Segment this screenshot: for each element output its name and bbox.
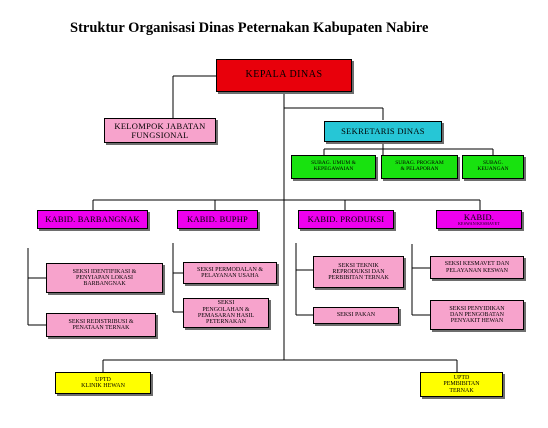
- seksi-penyidikan-box: SEKSI PENYIDIKAN DAN PENGOBATAN PENYAKIT…: [430, 300, 524, 330]
- kabid-produksi-box: KABID. PRODUKSI: [298, 210, 394, 229]
- kabid-keswan-label: KABID.: [463, 211, 495, 222]
- subbag-program-box: SUBAG. PROGRAM & PELAPORAN: [381, 155, 458, 179]
- seksi-pakan-box: SEKSI PAKAN: [313, 307, 399, 324]
- uptd-pembibitan-ternak-box: UPTD PEMBIBITAN TERNAK: [420, 372, 503, 397]
- seksi-redistribusi-box: SEKSI REDISTRIBUSI & PENATAAN TERNAK: [46, 313, 156, 337]
- sekretaris-dinas-box: SEKRETARIS DINAS: [324, 121, 442, 142]
- kabid-barbangnak-box: KABID. BARBANGNAK: [37, 210, 148, 229]
- kabid-buphp-box: KABID. BUPHP: [177, 210, 258, 229]
- kabid-keswan-sublabel: KESWAN/KESMAVET: [457, 220, 501, 226]
- subbag-umum-box: SUBAG. UMUM & KEPEGAWAIAN: [291, 155, 376, 179]
- seksi-pengolahan-box: SEKSI PENGOLAHAN & PEMASARAN HASIL PETER…: [183, 298, 269, 328]
- seksi-permodalan-box: SEKSI PERMODALAN & PELAYANAN USAHA: [183, 262, 277, 284]
- kelompok-jabatan-box: KELOMPOK JABATAN FUNGSIONAL: [104, 118, 216, 143]
- kabid-keswan-box: KABID. KESWAN/KESMAVET: [436, 210, 522, 229]
- uptd-klinik-hewan-box: UPTD KLINIK HEWAN: [55, 372, 151, 394]
- subbag-keuangan-box: SUBAG. KEUANGAN: [462, 155, 524, 179]
- kepala-dinas-box: KEPALA DINAS: [216, 59, 352, 92]
- seksi-kesmavet-box: SEKSI KESMAVET DAN PELAYANAN KESWAN: [430, 256, 524, 279]
- chart-title: Struktur Organisasi Dinas Peternakan Kab…: [70, 20, 429, 36]
- seksi-identifikasi-box: SEKSI IDENTIFIKASI & PENYIAPAN LOKASI BA…: [46, 263, 163, 293]
- seksi-teknik-reproduksi-box: SEKSI TEKNIK REPRODUKSI DAN PERBIBITAN T…: [313, 256, 404, 288]
